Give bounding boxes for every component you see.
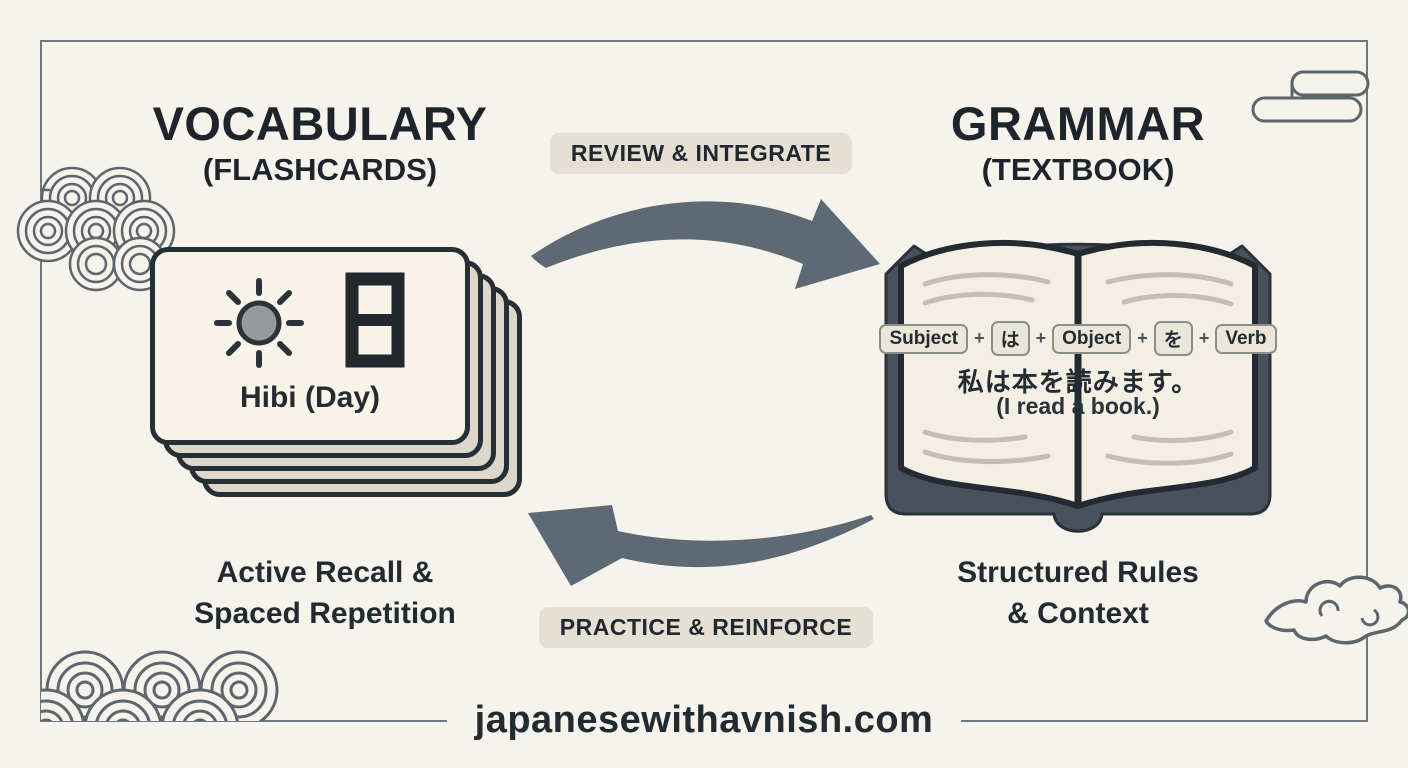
flashcard-reading: Hibi (Day) — [239, 381, 380, 414]
vocabulary-title: VOCABULARY — [152, 97, 488, 150]
flashcard-stack: 日 Hibi (Day) — [150, 247, 524, 501]
spiral-cloud-motif-bottom-right — [1264, 575, 1408, 645]
grammar-caption: Structured Rules & Context — [868, 552, 1288, 634]
example-sentence-english: (I read a book.) — [996, 393, 1160, 419]
vocabulary-caption-line1: Active Recall & — [216, 556, 434, 589]
grammar-subtitle: (TEXTBOOK) — [981, 152, 1175, 187]
example-sentence-japanese: 私は本を読みます。 — [957, 367, 1199, 397]
formula-box-wa: は — [990, 321, 1030, 356]
book-left-page — [898, 239, 1081, 509]
grammar-caption-line1: Structured Rules — [957, 556, 1199, 589]
seigaiha-wave-pattern-bottom-left — [41, 650, 279, 721]
website-label: japanesewithavnish.com — [446, 699, 962, 742]
formula-box-subject: Subject — [879, 323, 969, 354]
vocabulary-subtitle: (FLASHCARDS) — [202, 152, 438, 187]
arrow-review-integrate — [531, 199, 880, 289]
textbook-illustration — [884, 239, 1272, 533]
grammar-caption-line2: & Context — [1007, 597, 1149, 630]
kanji-day-text: 日 — [409, 270, 410, 271]
formula-box-object: Object — [1052, 323, 1132, 354]
grammar-title: GRAMMAR — [950, 97, 1206, 150]
grammar-formula: Subject + は + Object + を + Verb — [879, 321, 1277, 356]
arrow-practice-reinforce — [528, 505, 874, 586]
review-integrate-badge: REVIEW & INTEGRATE — [549, 133, 853, 174]
vocabulary-caption-line2: Spaced Repetition — [194, 597, 456, 630]
vocabulary-caption: Active Recall & Spaced Repetition — [115, 552, 535, 634]
formula-box-wo: を — [1153, 321, 1193, 356]
sun-icon — [214, 277, 304, 368]
footer: japanesewithavnish.com — [0, 699, 1408, 742]
book-right-page — [1075, 239, 1258, 509]
formula-plus: + — [1198, 328, 1210, 348]
formula-plus: + — [974, 328, 985, 348]
formula-plus: + — [1035, 328, 1047, 348]
kanji-day-glyph: 日 — [341, 270, 409, 375]
page-text-lines — [922, 272, 1234, 466]
flashcard-front: 日 Hibi (Day) — [150, 247, 470, 445]
angular-cloud-motif-top-right — [1251, 70, 1370, 123]
formula-plus: + — [1137, 328, 1148, 348]
practice-reinforce-badge: PRACTICE & REINFORCE — [538, 607, 874, 648]
formula-box-verb: Verb — [1215, 323, 1277, 354]
